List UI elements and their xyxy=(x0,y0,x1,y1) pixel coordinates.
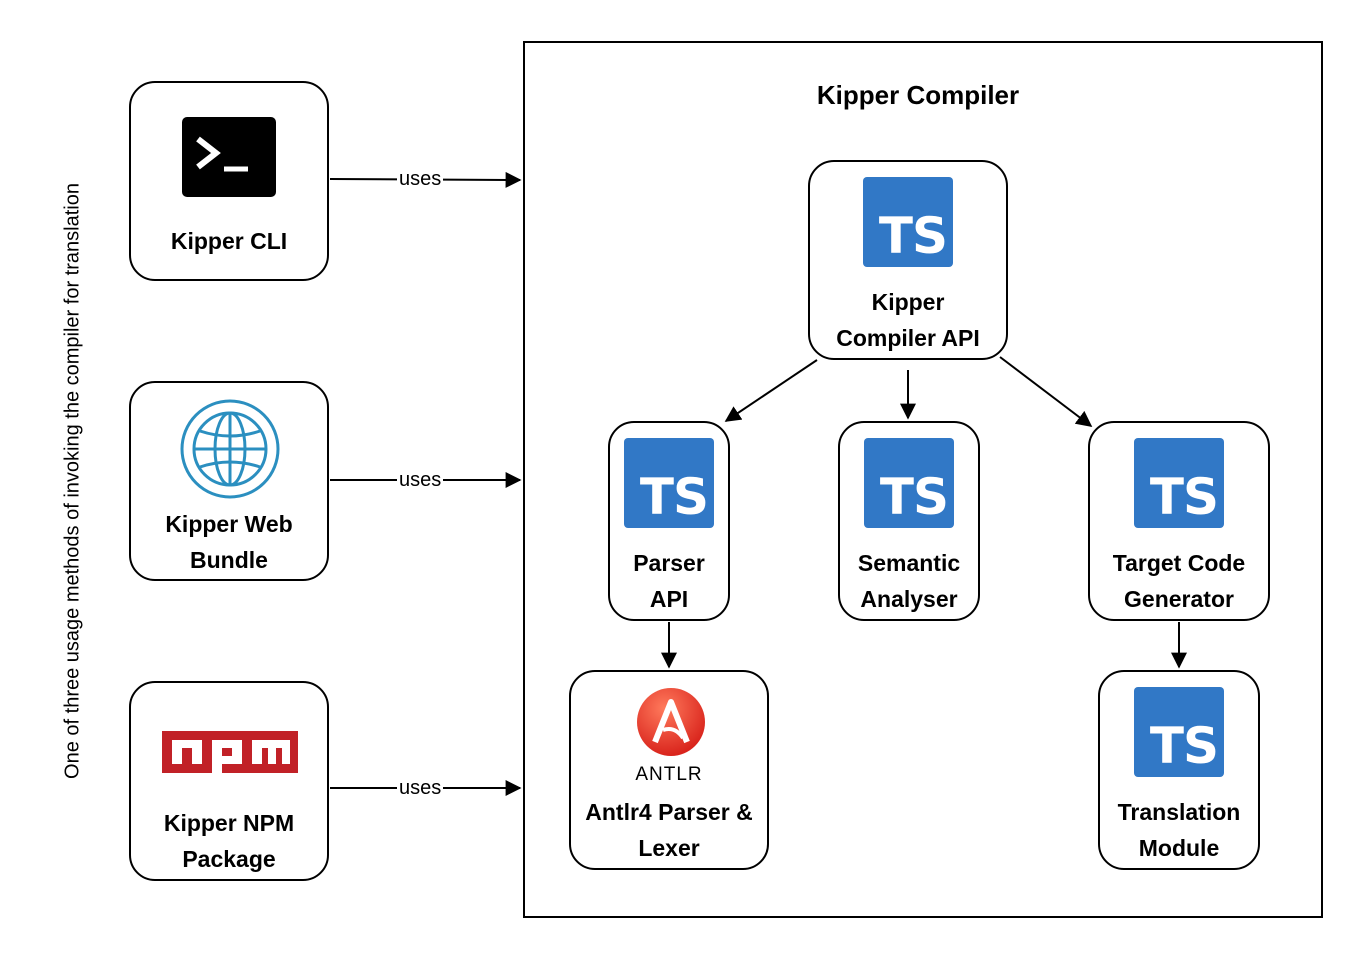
typescript-icon-text: TS xyxy=(639,468,709,526)
compiler-frame xyxy=(523,41,1323,918)
node-label-npm: Kipper NPM Package xyxy=(163,810,295,872)
edge-label-cli: uses xyxy=(397,168,444,190)
typescript-icon: TS xyxy=(1134,438,1224,528)
node-label-web: Kipper Web Bundle xyxy=(165,511,293,573)
node-translation-module[interactable]: TS Translation Module xyxy=(1098,670,1260,870)
antlr-logo-icon xyxy=(637,688,705,756)
node-label-parser-api: Parser API xyxy=(633,550,705,612)
node-target-code-generator[interactable]: TS Target Code Generator xyxy=(1088,421,1270,621)
node-label-antlr: Antlr4 Parser & Lexer xyxy=(585,799,753,861)
antlr-logo-text: ANTLR xyxy=(635,764,703,785)
node-kipper-cli[interactable]: Kipper CLI xyxy=(129,81,329,281)
node-antlr4-parser-lexer[interactable]: ANTLR Antlr4 Parser & Lexer xyxy=(569,670,769,870)
node-kipper-web-bundle[interactable]: Kipper Web Bundle xyxy=(129,381,329,581)
edge-label-web: uses xyxy=(397,469,444,491)
globe-icon xyxy=(180,399,280,499)
terminal-icon xyxy=(182,117,276,197)
typescript-icon-text: TS xyxy=(1149,717,1219,775)
node-label-compiler-api: Kipper Compiler API xyxy=(836,289,980,351)
edge-api-to-target xyxy=(999,356,1093,427)
typescript-icon: TS xyxy=(864,438,954,528)
typescript-icon-text: TS xyxy=(878,207,948,265)
node-label-translation-module: Translation Module xyxy=(1117,799,1241,861)
node-label-semantic-analyser: Semantic Analyser xyxy=(857,550,961,612)
typescript-icon: TS xyxy=(1134,687,1224,777)
edge-label-npm: uses xyxy=(397,777,444,799)
frame-title: Kipper Compiler xyxy=(816,80,1020,110)
node-parser-api[interactable]: TS Parser API xyxy=(608,421,730,621)
node-label-target-code-generator: Target Code Generator xyxy=(1112,550,1246,612)
npm-logo-icon xyxy=(162,731,298,773)
node-kipper-npm-package[interactable]: Kipper NPM Package xyxy=(129,681,329,881)
node-label-cli: Kipper CLI xyxy=(170,228,288,254)
node-semantic-analyser[interactable]: TS Semantic Analyser xyxy=(838,421,980,621)
typescript-icon-text: TS xyxy=(879,468,949,526)
node-compiler-api[interactable]: TS Kipper Compiler API xyxy=(808,160,1008,360)
typescript-icon: TS xyxy=(624,438,714,528)
typescript-icon-text: TS xyxy=(1149,468,1219,526)
edge-api-to-parser xyxy=(724,359,818,422)
typescript-icon: TS xyxy=(863,177,953,267)
